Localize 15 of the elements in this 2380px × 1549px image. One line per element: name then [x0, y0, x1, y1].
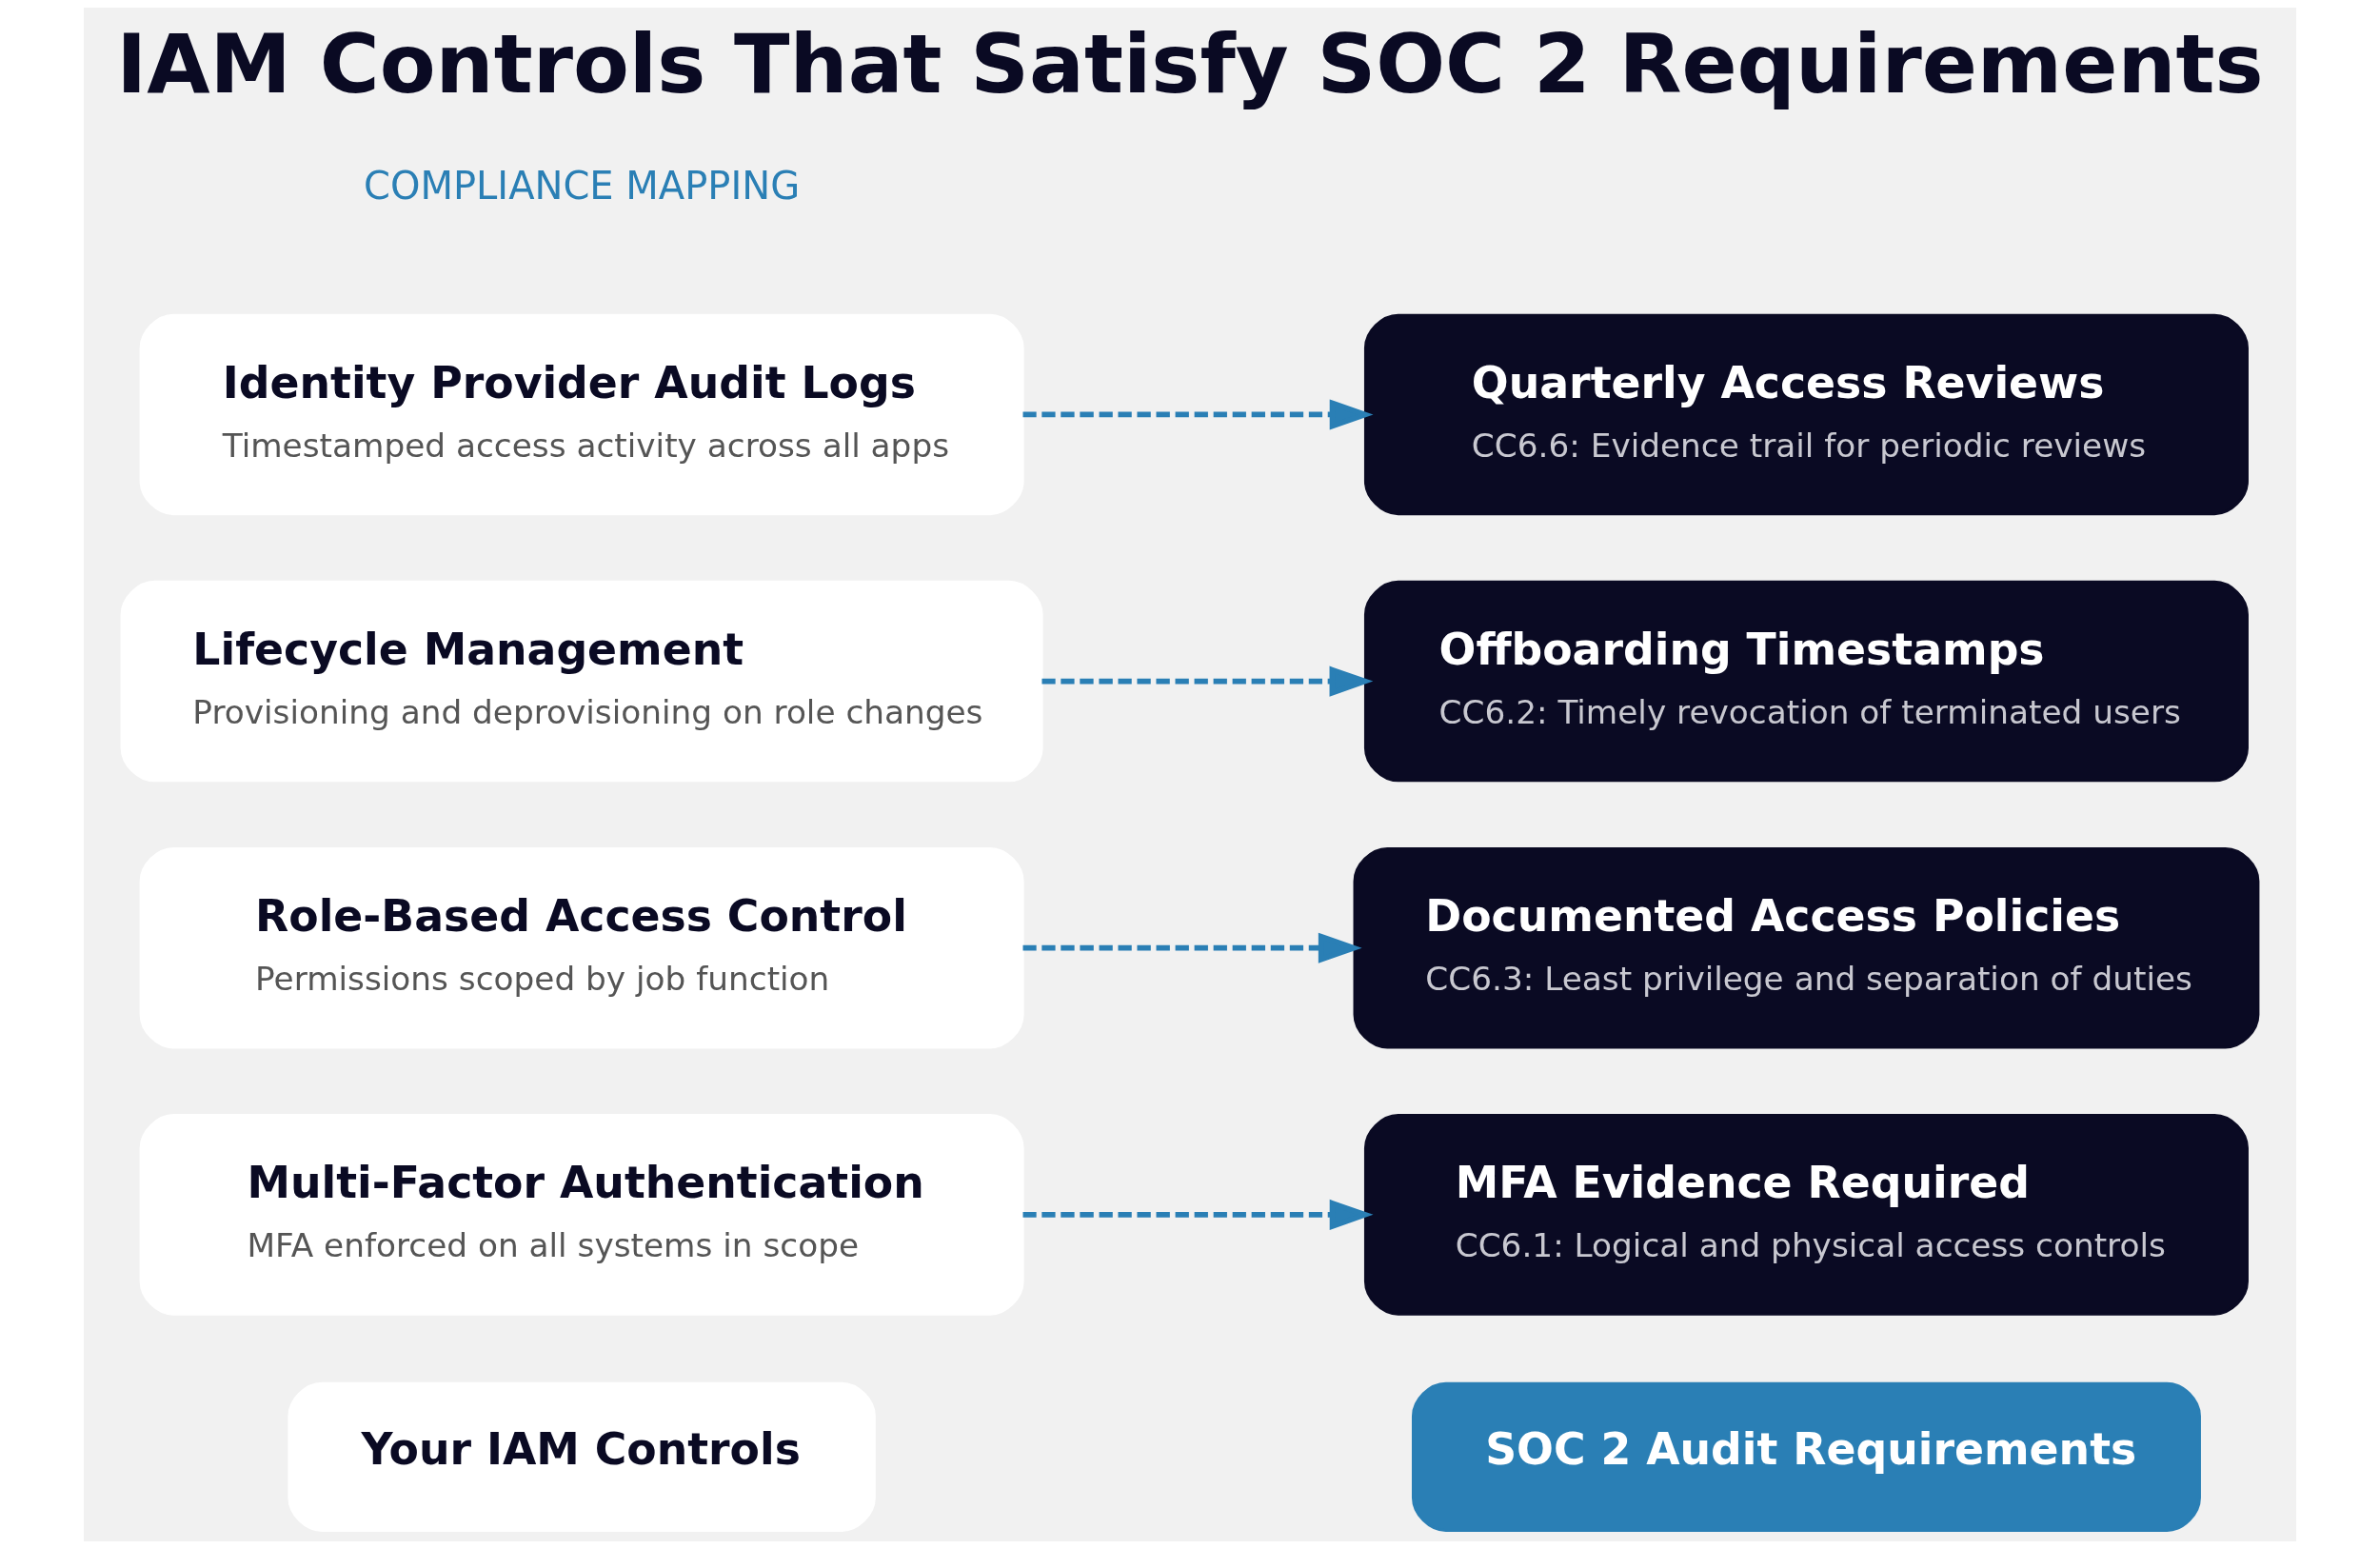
node-box: Quarterly Access Reviews CC6.6: Evidence trail for periodic reviews — [1363, 313, 2249, 516]
node-box: Role-Based Access Control Permissions scoped by job function — [139, 846, 1024, 1049]
node-box: Lifecycle Management Provisioning and deprovisioning on role changes — [120, 580, 1043, 783]
node-box: MFA Evidence Required CC6.1: Logical and physical access controls — [1363, 1114, 2249, 1316]
arrow — [1022, 932, 1362, 963]
node-box: Documented Access Policies CC6.3: Least privilege and separation of duties — [1353, 846, 2260, 1049]
node-box: Identity Provider Audit Logs Timestamped access activity across all apps — [139, 313, 1024, 516]
label: COMPLIANCE MAPPING — [364, 163, 801, 208]
arrow — [1022, 399, 1374, 430]
node-box: Offboarding Timestamps CC6.2: Timely revocation of terminated users — [1363, 580, 2249, 783]
node-box: Multi-Factor Authentication MFA enforced on all systems in scope — [139, 1114, 1024, 1316]
node-box: SOC 2 Audit Requirements — [1411, 1381, 2201, 1532]
diagram-title: IAM Controls That Satisfy SOC 2 Requirements — [116, 15, 2264, 111]
arrow — [1041, 665, 1374, 697]
arrow — [1022, 1199, 1374, 1230]
